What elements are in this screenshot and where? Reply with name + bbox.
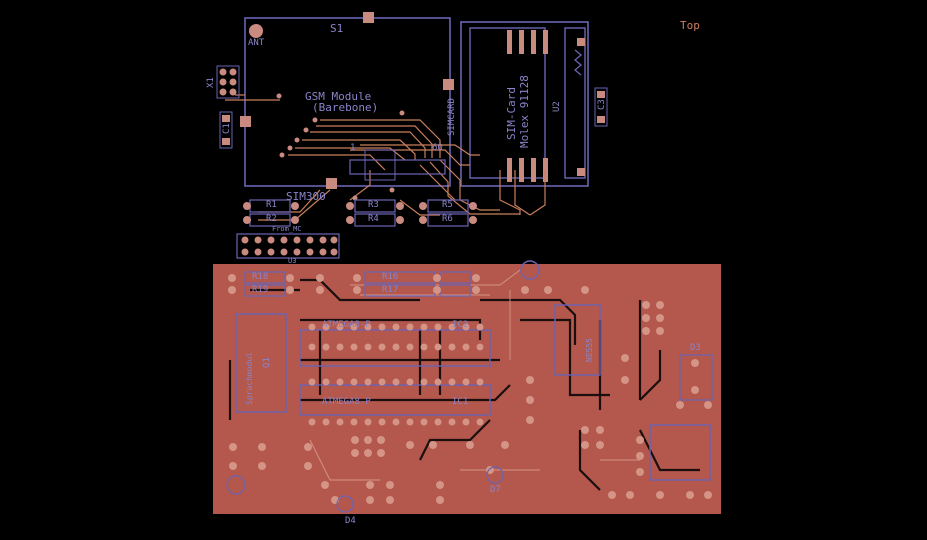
bl-circle-1 (226, 475, 246, 495)
upper-resistor-pads (243, 202, 477, 224)
d3-label: D3 (690, 343, 701, 353)
c1-capacitor (219, 111, 233, 149)
r18-label: R18 (252, 272, 269, 282)
x1-header (216, 65, 240, 99)
pin1-label: 1 (350, 143, 356, 153)
bottom-left-pads (229, 436, 444, 504)
sim-card-label: SIM-Card (505, 87, 518, 140)
ic2-package (299, 323, 491, 367)
transistor-top (520, 260, 540, 280)
c3-label: C3 (597, 99, 607, 110)
upper-resistors (249, 199, 469, 227)
ic2-name: ATMEGA8-P (322, 320, 371, 330)
ic1-package (299, 378, 491, 426)
r4-label: R4 (368, 214, 379, 224)
sim300-label: SIM300 (286, 190, 326, 203)
sim-card-outline (460, 21, 589, 187)
gsm-module-outline (244, 17, 451, 187)
ant-label: ANT (248, 38, 265, 48)
q1-label: Q1 (262, 357, 272, 368)
u3-label: U3 (288, 257, 297, 265)
ne555-label: NE555 (585, 337, 594, 362)
right-pads (466, 286, 712, 499)
r19-label: R19 (252, 285, 269, 295)
q1-name: Sprachmodul (245, 352, 254, 405)
c1-label: C1 (222, 123, 232, 134)
q1-pads (228, 274, 294, 294)
d7-label: D7 (490, 485, 501, 495)
ic1-label: IC1 (452, 397, 469, 407)
d7-circle (486, 466, 504, 484)
r5-label: R5 (442, 200, 453, 210)
ne555-outline (554, 304, 601, 376)
r6-label: R6 (442, 214, 453, 224)
gsm-pad-top (363, 12, 374, 23)
r3-label: R3 (368, 200, 379, 210)
from-mc-header (236, 233, 340, 259)
d4-circle (336, 495, 354, 513)
lower-resistors (244, 271, 471, 297)
ic1-name: ATMEGA8-P (322, 397, 371, 407)
lower-resistor-pads (316, 274, 480, 294)
bottom-traces (228, 278, 700, 491)
gsm-title-line1: GSM Module (305, 90, 372, 103)
sim-inner-right (564, 27, 586, 179)
gsm-pad-left (240, 116, 251, 127)
sim-spring (573, 49, 583, 76)
antenna-pad (249, 24, 263, 38)
simcard-label: SIMCARD (447, 98, 457, 136)
r2-label: R2 (266, 214, 277, 224)
layer-label: Top (680, 19, 700, 32)
sim-molex-label: Molex 91128 (518, 75, 531, 148)
from-mc-label: From_MC (272, 225, 302, 233)
regulator-outline (649, 424, 711, 481)
ic2-label: IC2 (452, 320, 469, 330)
gsm-pad-right (443, 79, 454, 90)
s1-label: S1 (330, 22, 344, 35)
c3-capacitor (594, 87, 608, 127)
d4-label: D4 (345, 516, 356, 526)
q1-outline (235, 313, 287, 413)
pin60-label: 60 (432, 143, 443, 153)
r1-label: R1 (266, 200, 277, 210)
gsm-connector-traces (225, 94, 546, 221)
x1-label: X1 (206, 77, 216, 88)
r17-label: R17 (382, 285, 399, 295)
u2-label: U2 (552, 101, 562, 112)
gsm-vias (276, 93, 405, 201)
gsm-pad-bottom (326, 178, 337, 189)
gsm-connector-pads (349, 149, 446, 181)
gsm-title-line2: (Barebone) (312, 101, 379, 114)
d3-outline (679, 354, 713, 401)
r16-label: R16 (382, 272, 399, 282)
